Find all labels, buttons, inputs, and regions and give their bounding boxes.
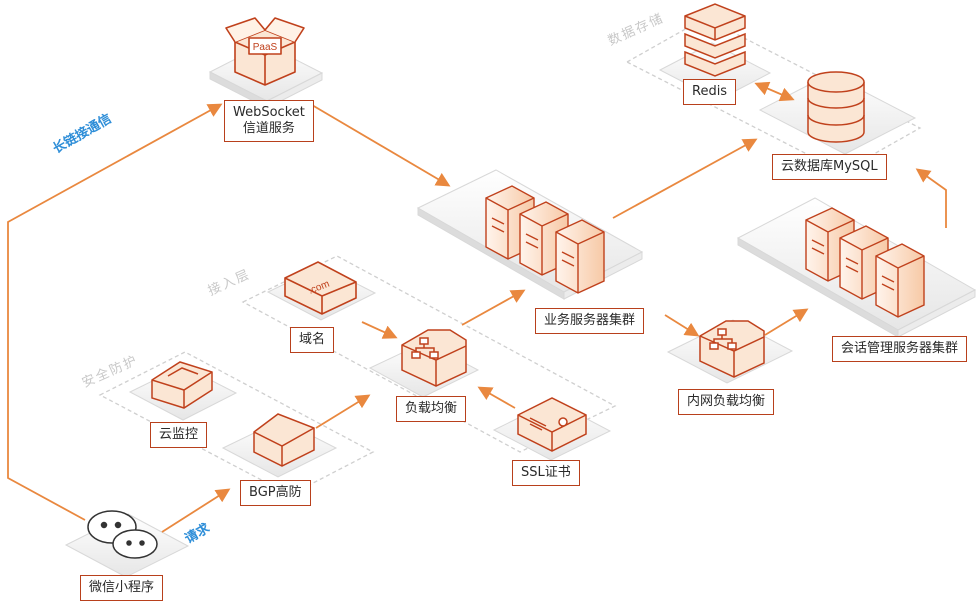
zone-outline-security: [98, 351, 375, 496]
bgp-label: BGP高防: [240, 480, 311, 506]
database-cylinder-icon: [807, 71, 865, 143]
load-balancer-icon: [401, 329, 467, 387]
edge-lb-to-biz: [461, 289, 526, 326]
redis-label: Redis: [683, 79, 737, 105]
redis-stack-icon: [684, 3, 746, 77]
domain-com-icon: .com: [284, 261, 357, 315]
wechat-icon: [87, 510, 158, 559]
biz-servers-label: 业务服务器集群: [535, 308, 645, 334]
paas-box-icon: PaaS: [225, 17, 305, 86]
paas-badge-text: PaaS: [253, 42, 278, 53]
edge-ssl-to-lb: [477, 386, 516, 409]
monitor-label: 云监控: [150, 422, 208, 448]
edge-redis-mysql: [754, 81, 795, 102]
session-servers-label: 会话管理服务器集群: [832, 336, 968, 362]
server-cluster-icon: [485, 185, 605, 294]
edge-domain-to-lb: [361, 321, 398, 339]
edge-innerlb-to-session: [764, 308, 809, 336]
certificate-icon: [517, 397, 587, 452]
server-unit: [555, 219, 605, 294]
lb-label: 负载均衡: [396, 396, 467, 422]
edge-biz-to-mysql: [612, 138, 758, 219]
websocket-label: WebSocket 信道服务: [224, 100, 314, 142]
shield-icon: [253, 413, 315, 467]
websocket-label-line2: 信道服务: [242, 121, 295, 136]
server-unit: [875, 243, 925, 318]
zone-outline-storage: [625, 17, 922, 173]
inner-lb-label: 内网负载均衡: [678, 389, 775, 415]
mysql-label: 云数据库MySQL: [772, 154, 887, 180]
websocket-label-line1: WebSocket: [233, 105, 305, 120]
edge-bgp-to-lb: [315, 394, 371, 429]
domain-label: 域名: [290, 327, 335, 353]
ssl-label: SSL证书: [512, 460, 580, 486]
server-cluster-icon: [805, 207, 925, 318]
edge-miniprogram-to-websocket: [7, 103, 223, 521]
edge-miniprogram-to-bgp: [161, 488, 231, 533]
edge-websocket-to-biz: [311, 104, 451, 187]
edge-biz-to-innerlb: [664, 314, 700, 337]
edge-session-to-mysql: [915, 168, 947, 228]
connections: [7, 81, 947, 533]
load-balancer-icon: [699, 320, 765, 378]
monitor-icon: [151, 361, 213, 409]
miniprogram-label: 微信小程序: [80, 575, 164, 601]
